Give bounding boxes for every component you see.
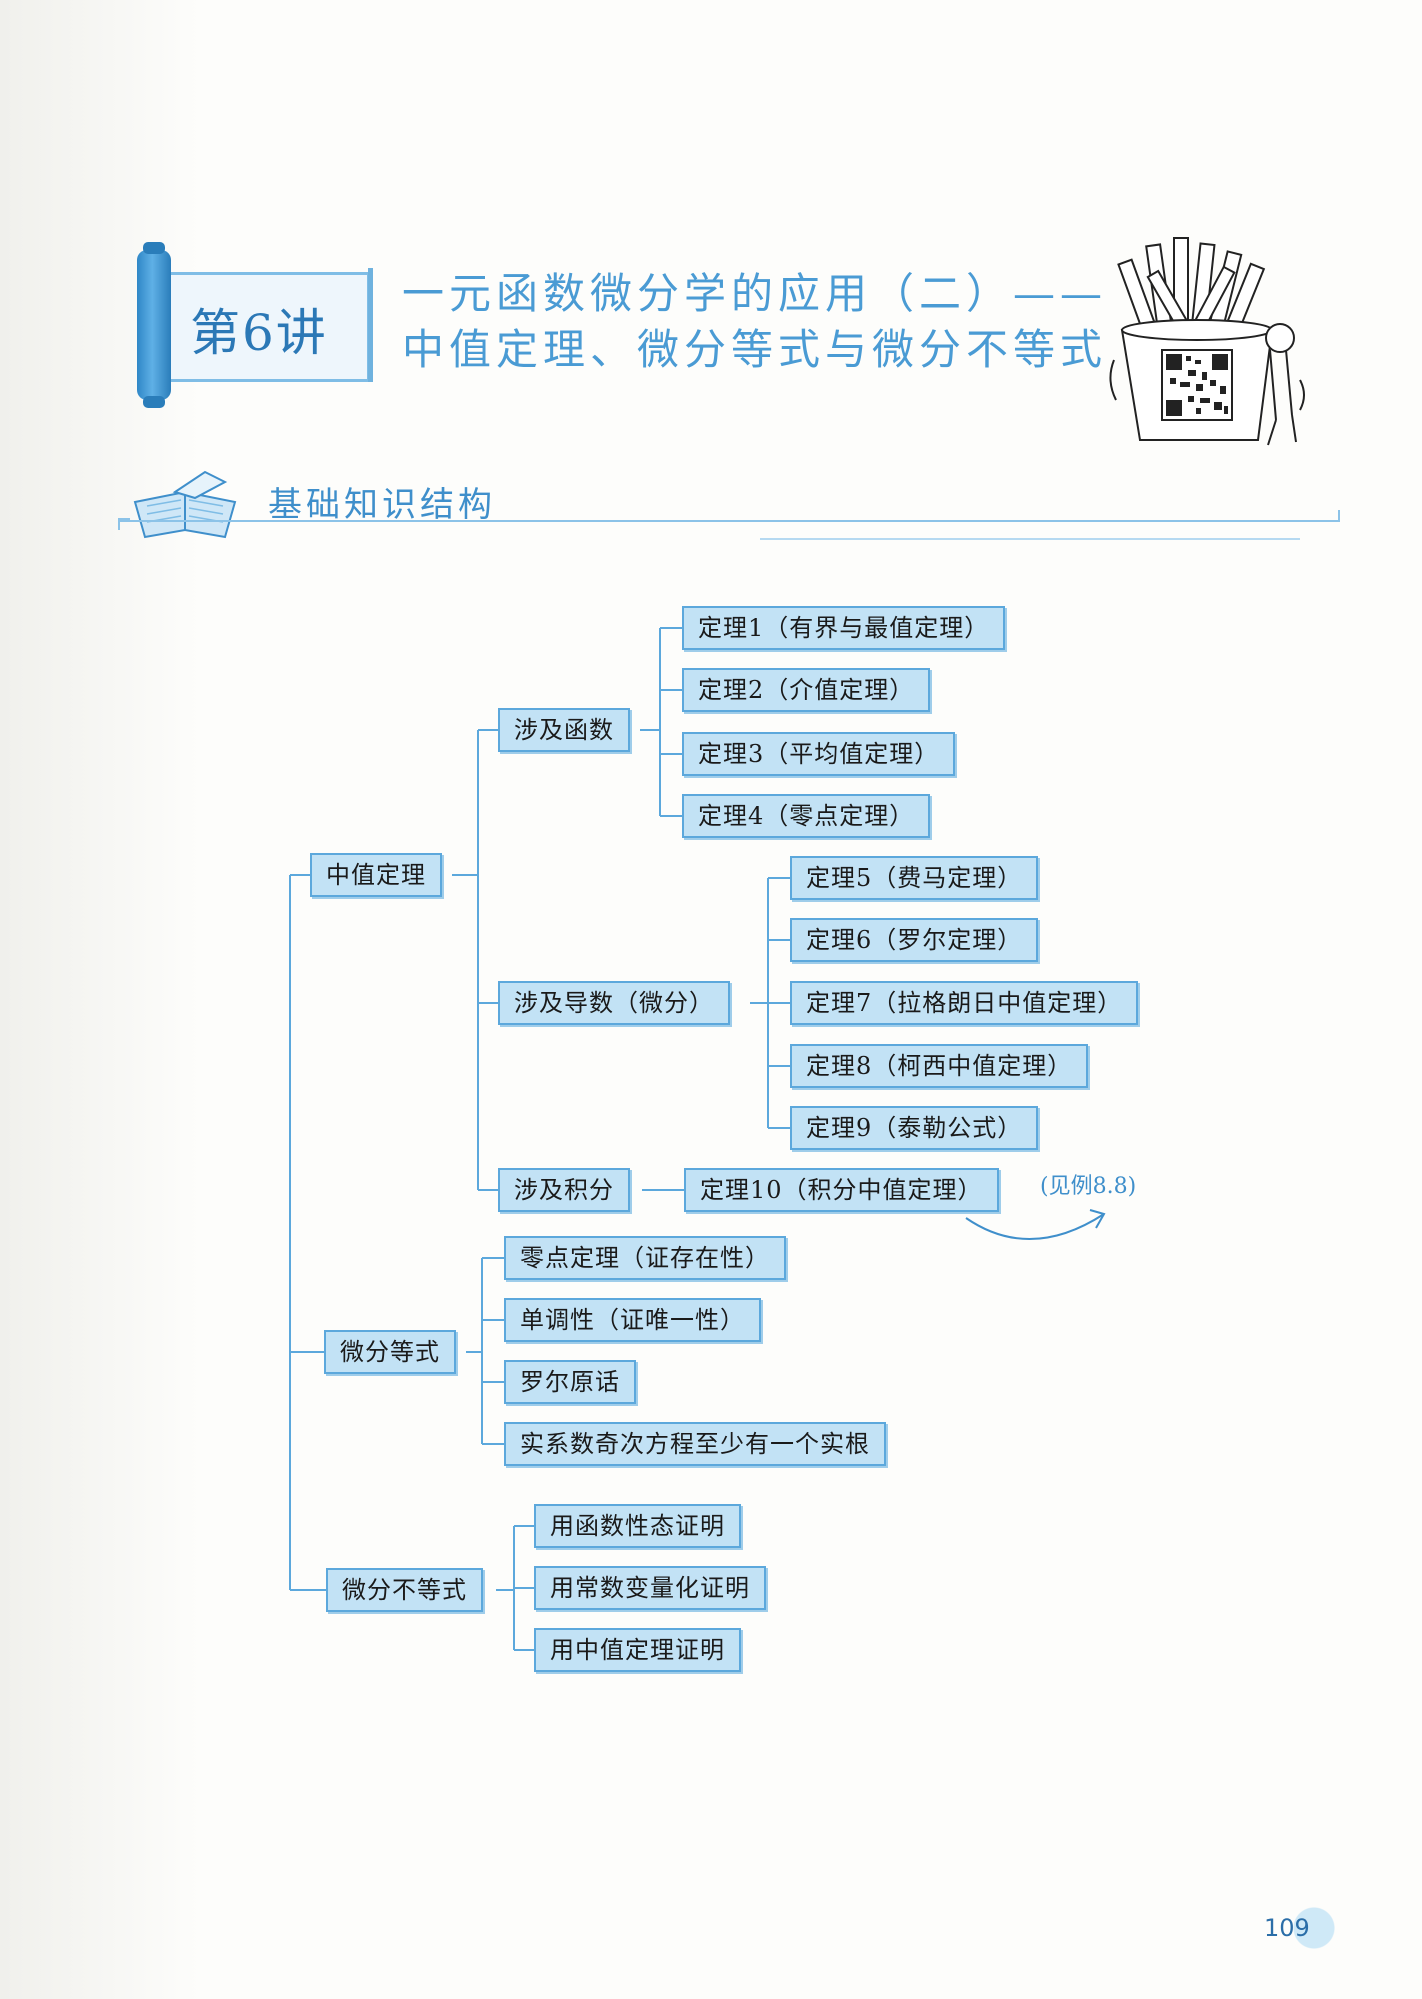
node-eq-monotonicity: 单调性（证唯一性） bbox=[504, 1298, 761, 1342]
open-book-icon bbox=[133, 470, 237, 539]
node-theorem-8: 定理8（柯西中值定理） bbox=[790, 1044, 1089, 1088]
node-differential-inequalities: 微分不等式 bbox=[326, 1568, 483, 1612]
node-involving-integrals: 涉及积分 bbox=[498, 1168, 630, 1212]
section-rule bbox=[120, 520, 1340, 522]
node-ineq-mean-value: 用中值定理证明 bbox=[534, 1628, 741, 1672]
qr-bucket-illustration bbox=[1109, 237, 1305, 446]
see-example-note: (见例8.8) bbox=[1040, 1174, 1137, 1199]
node-ineq-function-behavior: 用函数性态证明 bbox=[534, 1504, 741, 1548]
node-eq-zero-point: 零点定理（证存在性） bbox=[504, 1236, 786, 1280]
page-number: 109 bbox=[1254, 1906, 1340, 1950]
node-theorem-3: 定理3（平均值定理） bbox=[682, 732, 956, 776]
node-theorem-2: 定理2（介值定理） bbox=[682, 668, 931, 712]
node-mean-value-theorems: 中值定理 bbox=[310, 853, 442, 897]
rule-cap-left bbox=[118, 518, 130, 530]
node-eq-odd-degree: 实系数奇次方程至少有一个实根 bbox=[504, 1422, 886, 1466]
chapter-number: 第6讲 bbox=[190, 304, 328, 362]
node-theorem-6: 定理6（罗尔定理） bbox=[790, 918, 1039, 962]
chapter-divider bbox=[368, 268, 373, 382]
node-involving-derivatives: 涉及导数（微分） bbox=[498, 981, 730, 1025]
node-theorem-10: 定理10（积分中值定理） bbox=[684, 1168, 999, 1212]
node-ineq-constant-variable: 用常数变量化证明 bbox=[534, 1566, 766, 1610]
node-theorem-9: 定理9（泰勒公式） bbox=[790, 1106, 1039, 1150]
rule-cap-right bbox=[1328, 510, 1340, 522]
node-theorem-4: 定理4（零点定理） bbox=[682, 794, 931, 838]
scroll-rod bbox=[137, 242, 171, 408]
node-differential-equations: 微分等式 bbox=[324, 1330, 456, 1374]
chapter-scroll-badge bbox=[125, 242, 375, 408]
chapter-title-line2: 中值定理、微分等式与微分不等式 bbox=[402, 325, 1108, 374]
chapter-title: 一元函数微分学的应用（二）—— 中值定理、微分等式与微分不等式 bbox=[402, 266, 1107, 378]
scroll-paper bbox=[171, 272, 370, 382]
chapter-title-line1: 一元函数微分学的应用（二）—— bbox=[402, 269, 1108, 318]
node-involving-functions: 涉及函数 bbox=[498, 708, 630, 752]
section-rule-secondary bbox=[760, 538, 1300, 540]
node-theorem-1: 定理1（有界与最值定理） bbox=[682, 606, 1006, 650]
node-theorem-5: 定理5（费马定理） bbox=[790, 856, 1039, 900]
node-eq-rolle: 罗尔原话 bbox=[504, 1360, 636, 1404]
node-theorem-7: 定理7（拉格朗日中值定理） bbox=[790, 981, 1139, 1025]
section-title: 基础知识结构 bbox=[268, 485, 496, 525]
